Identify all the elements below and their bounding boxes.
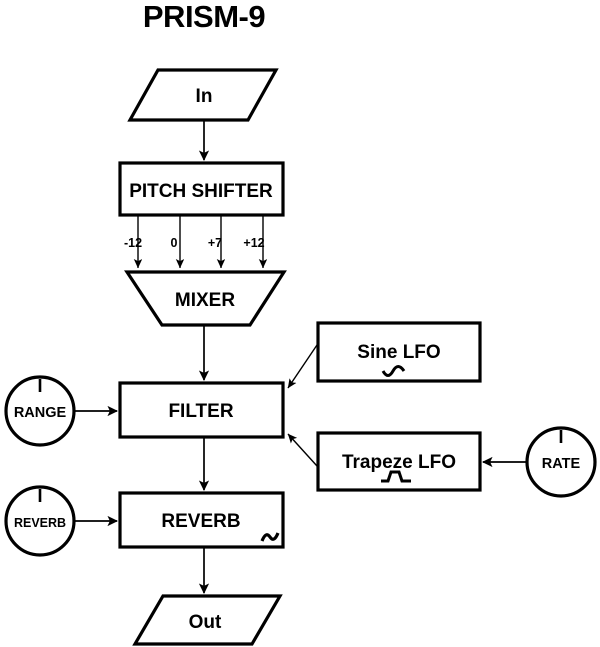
interval-label-4: +12: [243, 236, 264, 250]
interval-label-1: -12: [124, 236, 142, 250]
edge-trapeze-lfo-to-filter: [287, 433, 318, 467]
node-mixer-label: MIXER: [175, 290, 235, 311]
node-sine-lfo-label: Sine LFO: [357, 342, 440, 363]
knob-rate[interactable]: RATE: [525, 426, 597, 498]
knob-range-label: RANGE: [14, 405, 67, 421]
node-reverb-label: REVERB: [161, 511, 240, 532]
node-filter-label: FILTER: [168, 401, 233, 422]
edge-sine-lfo-to-filter: [287, 344, 318, 389]
node-reverb-shape[interactable]: [118, 491, 285, 549]
page-title: PRISM-9: [143, 0, 266, 34]
node-pitch-shifter-shape[interactable]: [118, 161, 285, 217]
wave-squiggle-icon: [260, 532, 280, 542]
knob-reverb-body[interactable]: [4, 485, 76, 557]
knob-range[interactable]: RANGE: [4, 375, 76, 447]
interval-fanout-group: -12 0 +7 +12: [124, 215, 268, 269]
node-trapeze-lfo-label: Trapeze LFO: [342, 452, 456, 473]
knob-rate-body[interactable]: [525, 426, 597, 498]
node-output-shape[interactable]: [132, 594, 283, 646]
node-trapeze-lfo-shape[interactable]: [316, 431, 482, 492]
sine-wave-icon: [381, 365, 406, 377]
knob-range-body[interactable]: [4, 375, 76, 447]
node-input-label: In: [196, 86, 213, 107]
node-output-label: Out: [189, 612, 222, 633]
node-filter-shape[interactable]: [118, 381, 285, 439]
node-input-shape[interactable]: [127, 68, 279, 122]
trapezoid-wave-icon: [381, 470, 411, 483]
interval-label-3: +7: [208, 236, 222, 250]
node-mixer-shape[interactable]: [124, 270, 287, 327]
knob-reverb-label: REVERB: [14, 516, 66, 530]
knob-reverb[interactable]: REVERB: [4, 485, 76, 557]
knob-rate-label: RATE: [542, 456, 581, 472]
interval-label-2: 0: [171, 236, 178, 250]
node-pitch-shifter-label: PITCH SHIFTER: [129, 181, 273, 202]
node-sine-lfo-shape[interactable]: [316, 321, 482, 383]
